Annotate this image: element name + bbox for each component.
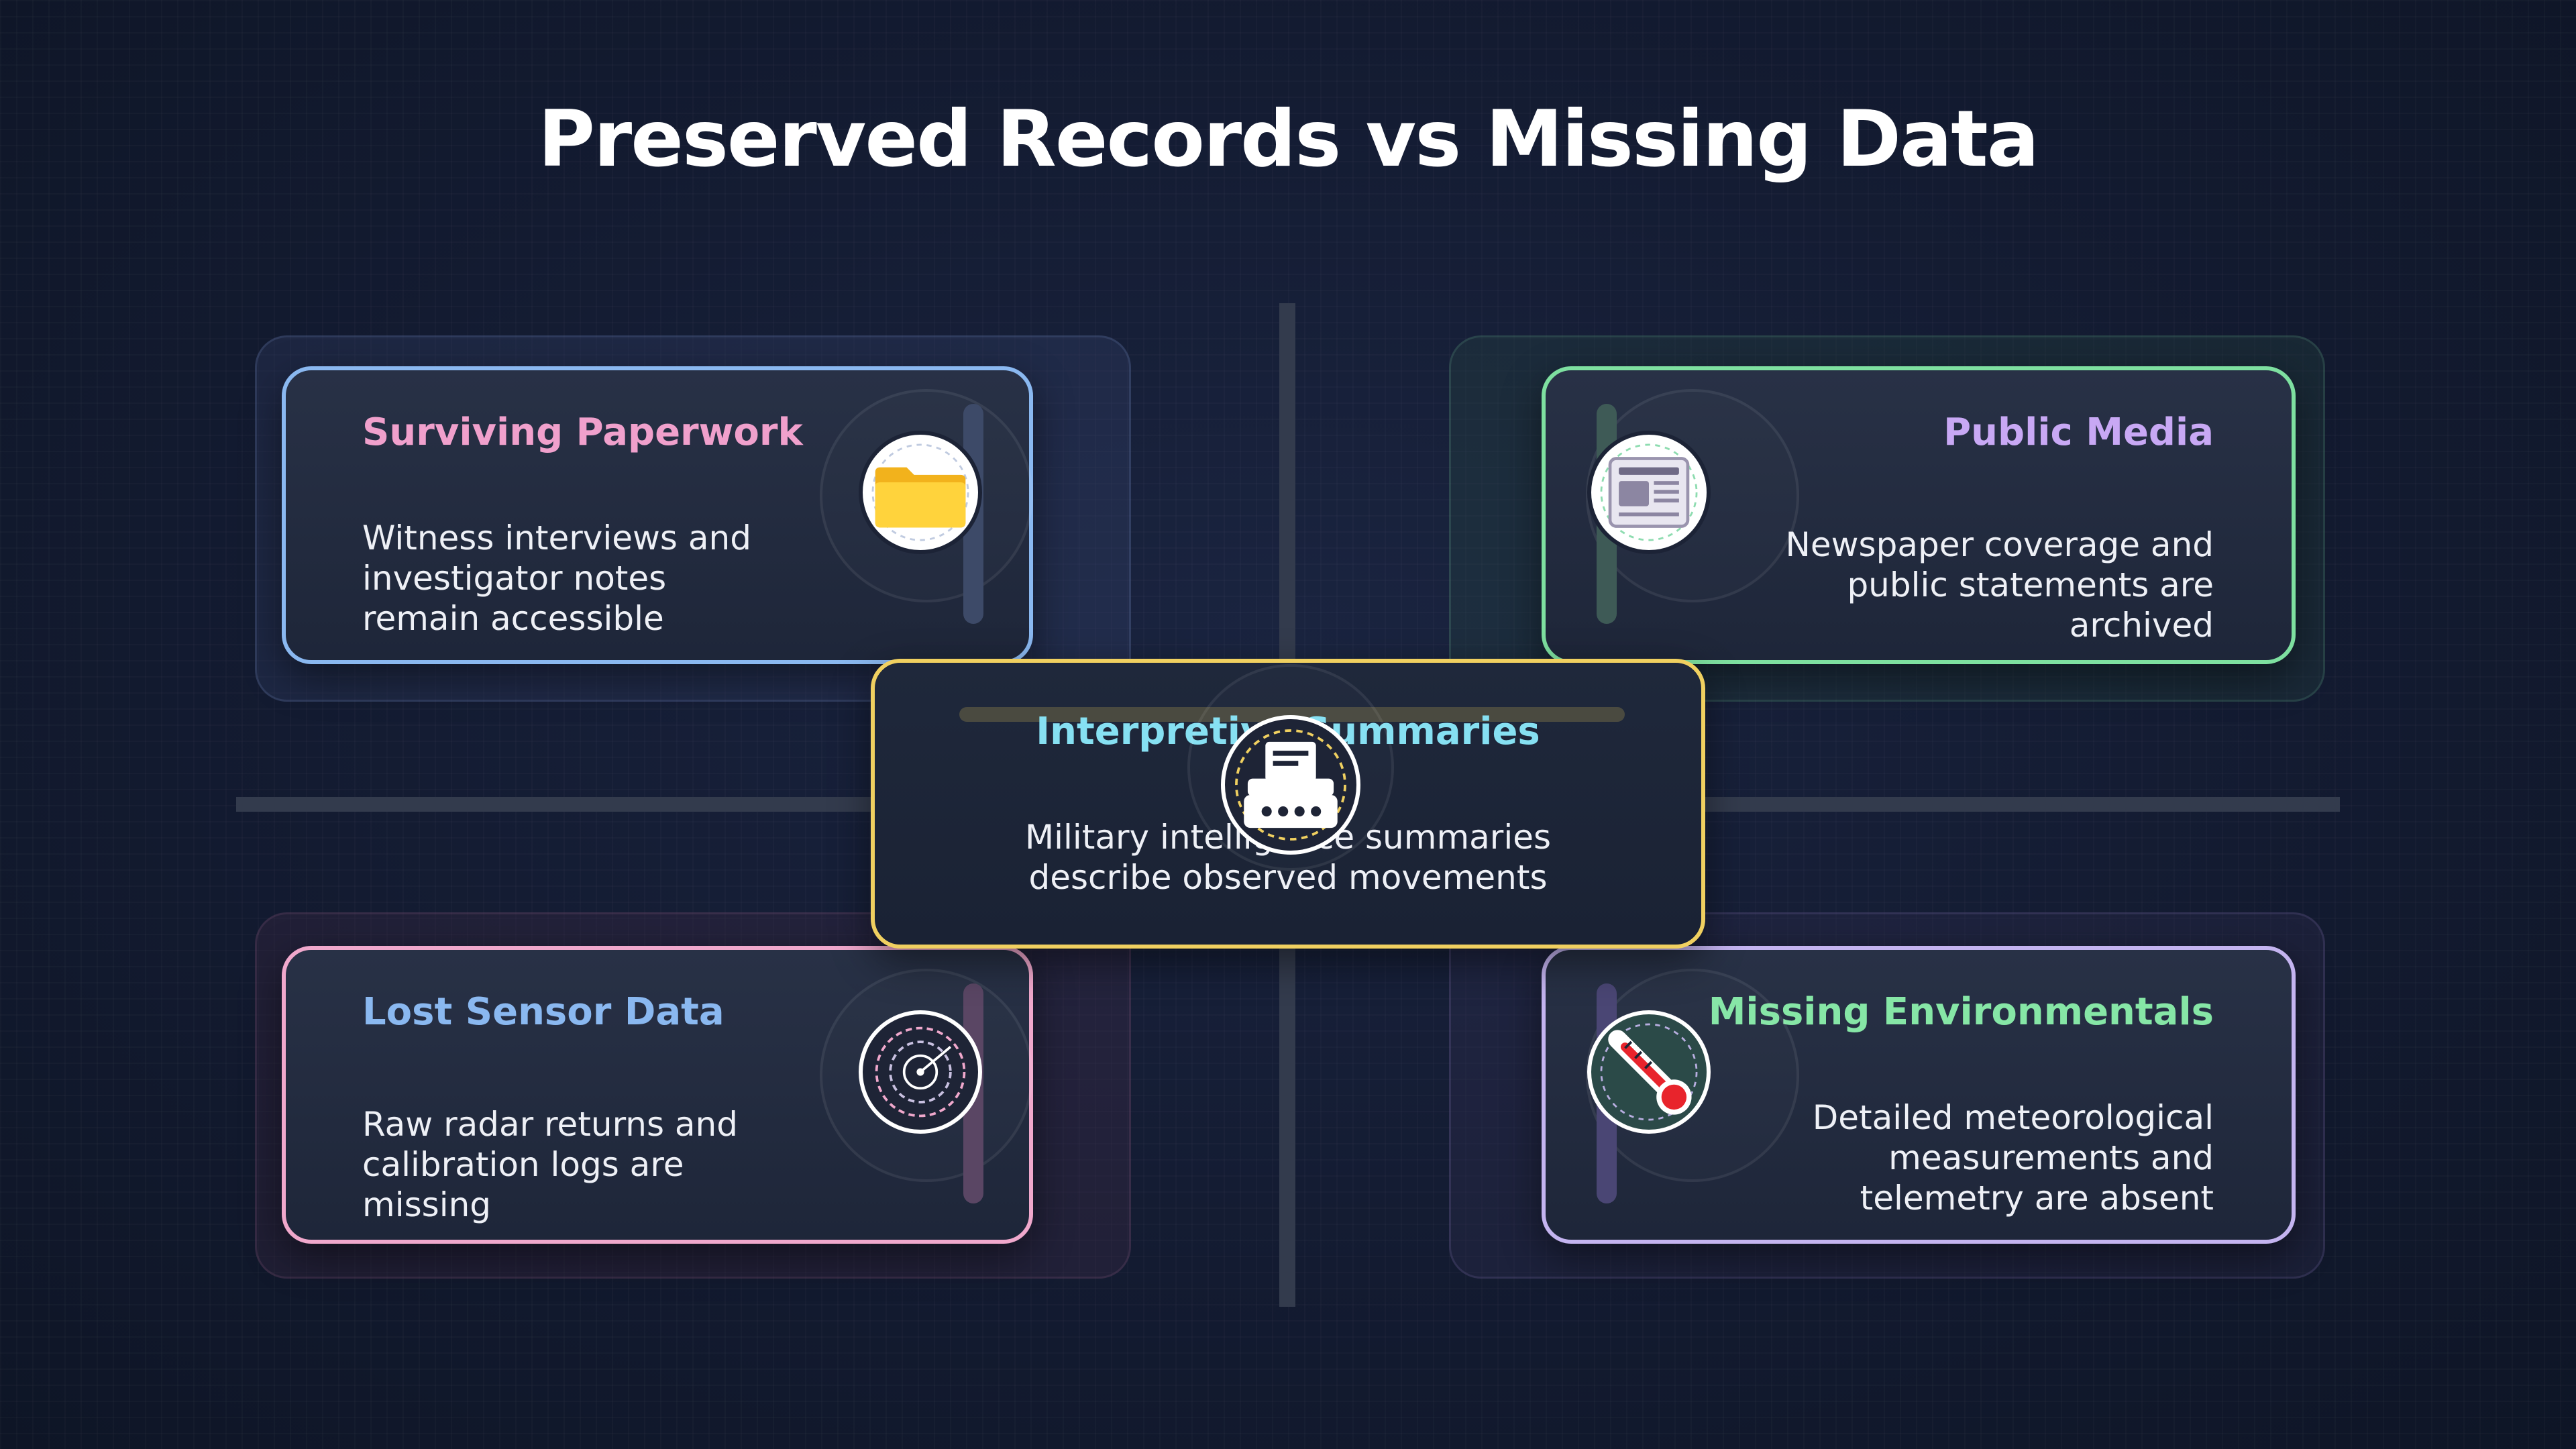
card-surviving-paperwork[interactable]: Surviving Paperwork Witness interviews a… xyxy=(282,366,1033,664)
card-lost-sensor-data[interactable]: Lost Sensor Data Raw radar returns and c… xyxy=(282,946,1033,1244)
radar-icon xyxy=(859,1010,982,1134)
card-title: Lost Sensor Data xyxy=(362,990,724,1034)
folder-icon xyxy=(859,431,982,554)
card-title: Public Media xyxy=(1943,411,2214,454)
icon-ring xyxy=(820,389,1033,602)
card-interpretive-summaries[interactable]: Interpretive Summaries Military intellig… xyxy=(871,659,1705,949)
icon-ring xyxy=(1187,664,1394,871)
card-description: Detailed meteorological measurements and… xyxy=(1812,1098,2214,1218)
card-title: Missing Environmentals xyxy=(1708,990,2214,1034)
card-description: Newspaper coverage and public statements… xyxy=(1785,525,2214,645)
page-title: Preserved Records vs Missing Data xyxy=(537,94,2039,184)
card-missing-environmentals[interactable]: Missing Environmentals Detailed meteorol… xyxy=(1542,946,2296,1244)
card-description: Raw radar returns and calibration logs a… xyxy=(362,1105,738,1224)
icon-ring xyxy=(820,969,1033,1182)
card-description: Witness interviews and investigator note… xyxy=(362,519,751,638)
card-title: Surviving Paperwork xyxy=(362,411,803,454)
newspaper-icon xyxy=(1587,431,1711,554)
card-public-media[interactable]: Public Media Newspaper coverage and publ… xyxy=(1542,366,2296,664)
typewriter-icon xyxy=(1221,715,1360,855)
thermometer-icon xyxy=(1587,1010,1711,1134)
